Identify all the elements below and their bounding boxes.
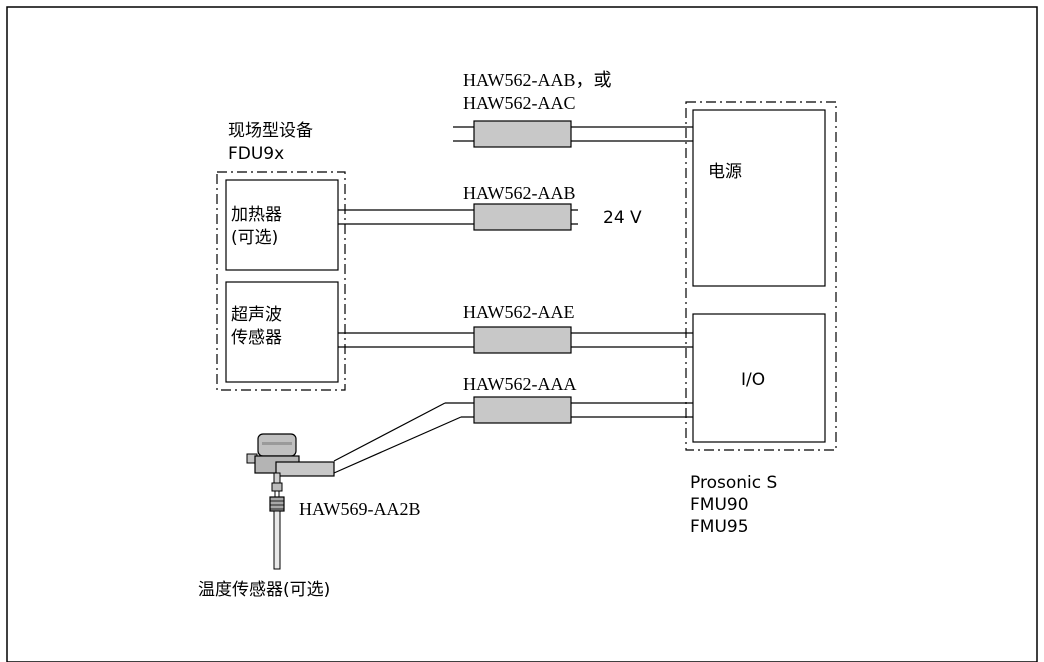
io-box bbox=[692, 313, 826, 443]
sensor-cable-code: HAW562-AAE bbox=[463, 302, 575, 322]
heater-cable-code: HAW562-AAB bbox=[463, 183, 576, 203]
temperature-cable-code: HAW562-AAA bbox=[463, 374, 577, 394]
ultrasonic-label: 超声波 bbox=[231, 305, 282, 325]
temperature-sensor-label: 温度传感器(可选) bbox=[198, 580, 331, 600]
heater-cable bbox=[338, 203, 578, 231]
controller-model: Prosonic S bbox=[690, 473, 778, 493]
heater-label: 加热器 bbox=[231, 205, 282, 225]
power-supply-box bbox=[692, 109, 826, 287]
temperature-sensor-cable-code: HAW569-AA2B bbox=[299, 499, 421, 519]
power-cable bbox=[453, 120, 693, 148]
heater-box bbox=[225, 179, 339, 271]
power-supply-label: 电源 bbox=[708, 162, 742, 182]
field-device-model: FDU9x bbox=[228, 144, 285, 164]
io-label: I/O bbox=[741, 370, 766, 390]
field-device-title: 现场型设备 bbox=[228, 121, 313, 141]
sensor-label: 传感器 bbox=[231, 328, 282, 348]
sensor-cable bbox=[338, 326, 693, 354]
power-cable-code-alt: HAW562-AAC bbox=[463, 93, 576, 113]
controller-model-fmu95: FMU95 bbox=[690, 517, 749, 537]
heater-supply-voltage: 24 V bbox=[603, 208, 642, 228]
controller-model-fmu90: FMU90 bbox=[690, 495, 749, 515]
heater-optional-label: (可选) bbox=[231, 228, 279, 248]
field-device-enclosure bbox=[216, 171, 346, 391]
temperature-sensor-icon bbox=[246, 433, 335, 570]
power-cable-code: HAW562-AAB，或 bbox=[463, 70, 612, 90]
page-frame bbox=[6, 6, 1038, 662]
controller-enclosure bbox=[685, 101, 837, 451]
ultrasonic-sensor-box bbox=[225, 281, 339, 383]
temperature-cable bbox=[333, 396, 693, 474]
